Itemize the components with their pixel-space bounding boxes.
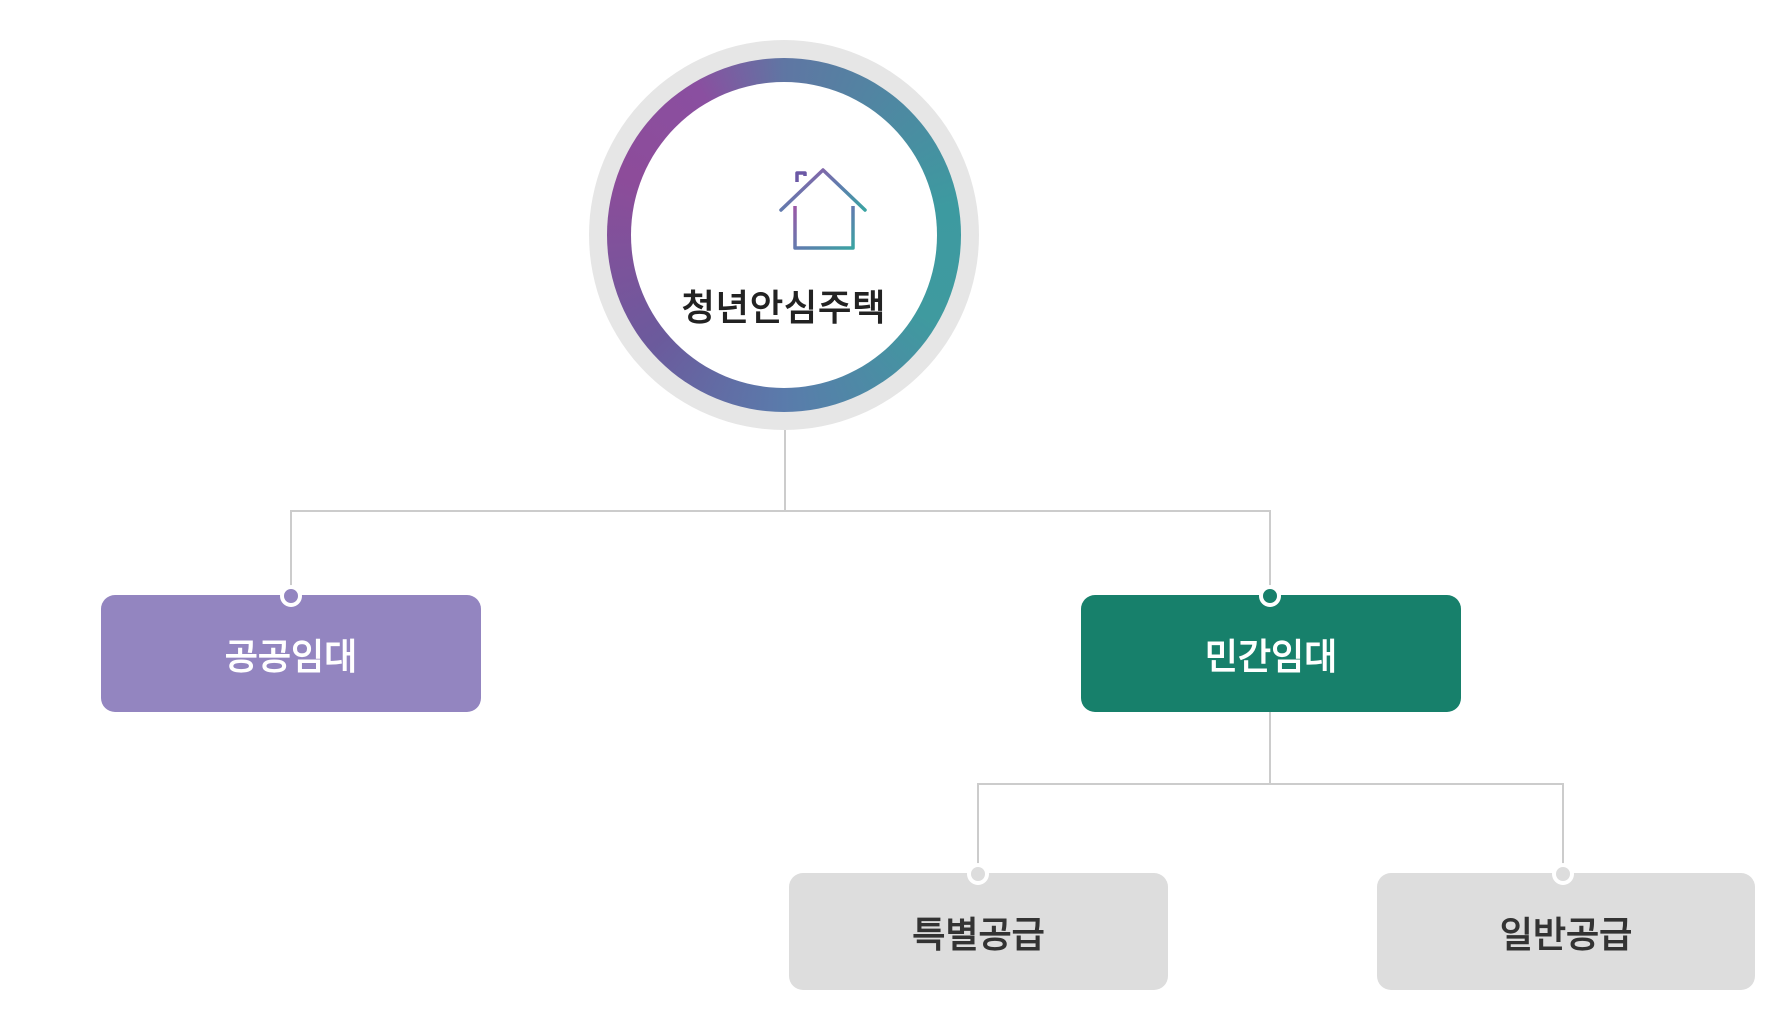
root-label: 청년안심주택 bbox=[681, 288, 887, 329]
public-connector-dot bbox=[280, 585, 302, 607]
general-supply-label: 일반공급 bbox=[1499, 914, 1633, 956]
general-supply-node: 일반공급 bbox=[1377, 873, 1755, 990]
level1-horizontal-line bbox=[290, 510, 1271, 512]
special-connector-dot bbox=[967, 863, 989, 885]
special-supply-node: 특별공급 bbox=[789, 873, 1168, 990]
private-stem-line bbox=[1269, 712, 1271, 785]
special-drop-line bbox=[977, 783, 979, 873]
private-rental-node: 민간임대 bbox=[1081, 595, 1461, 712]
public-rental-node: 공공임대 bbox=[101, 595, 481, 712]
root-node: 청년안심주택 bbox=[589, 40, 979, 430]
public-drop-line bbox=[290, 510, 292, 595]
root-stem-line bbox=[784, 430, 786, 512]
house-icon bbox=[779, 168, 867, 250]
general-connector-dot bbox=[1552, 863, 1574, 885]
level2-horizontal-line bbox=[977, 783, 1564, 785]
root-gradient-ring: 청년안심주택 bbox=[607, 58, 961, 412]
root-inner-circle: 청년안심주택 bbox=[631, 82, 937, 388]
private-connector-dot bbox=[1259, 585, 1281, 607]
private-rental-label: 민간임대 bbox=[1204, 636, 1338, 678]
general-drop-line bbox=[1562, 783, 1564, 873]
private-drop-line bbox=[1269, 510, 1271, 595]
public-rental-label: 공공임대 bbox=[224, 636, 358, 678]
special-supply-label: 특별공급 bbox=[912, 914, 1045, 956]
